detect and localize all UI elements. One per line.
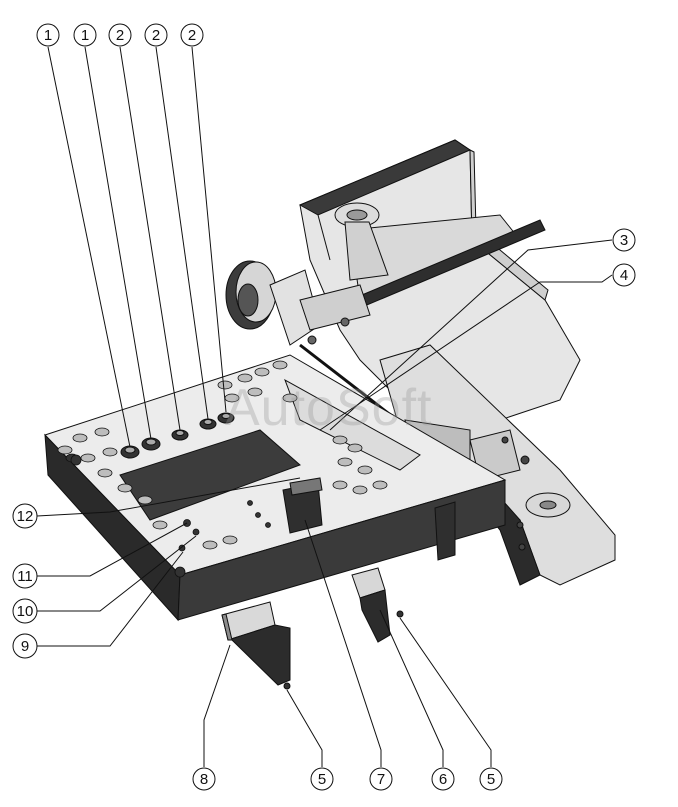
bracket-right: [351, 567, 391, 643]
callout-1b: 1: [73, 23, 97, 47]
callout-2b: 2: [144, 23, 168, 47]
svg-text:4: 4: [620, 267, 628, 284]
seat-plate: [44, 354, 507, 622]
svg-text:8: 8: [200, 771, 208, 788]
svg-text:11: 11: [17, 568, 33, 585]
callout-9: 9: [12, 633, 38, 659]
plate-fasteners: [70, 454, 271, 578]
edge-bracket: [434, 501, 456, 561]
callout-7: 7: [369, 767, 393, 791]
svg-text:3: 3: [620, 232, 628, 249]
svg-text:12: 12: [17, 508, 34, 525]
svg-text:1: 1: [81, 27, 89, 44]
leader-lines: [36, 46, 613, 767]
callout-11: 11: [12, 563, 38, 589]
callout-8: 8: [192, 767, 216, 791]
bracket-left: [221, 601, 291, 686]
callout-6: 6: [431, 767, 455, 791]
callout-1a: 1: [36, 23, 60, 47]
callout-4: 4: [612, 263, 636, 287]
callout-5a: 5: [310, 767, 334, 791]
svg-text:2: 2: [188, 27, 196, 44]
callout-5b: 5: [479, 767, 503, 791]
svg-text:7: 7: [377, 771, 385, 788]
svg-text:5: 5: [318, 771, 326, 788]
callout-12: 12: [12, 503, 38, 529]
svg-text:2: 2: [116, 27, 124, 44]
callout-2a: 2: [108, 23, 132, 47]
svg-text:1: 1: [44, 27, 52, 44]
svg-text:5: 5: [487, 771, 495, 788]
grommets: [120, 412, 235, 459]
svg-text:9: 9: [21, 638, 29, 655]
svg-text:2: 2: [152, 27, 160, 44]
callout-2c: 2: [180, 23, 204, 47]
drum: [225, 260, 371, 346]
svg-text:10: 10: [17, 603, 34, 620]
plate-holes: [57, 360, 388, 550]
watermark-text: AutoSoft: [225, 379, 432, 437]
upper-mount: [334, 202, 389, 281]
callout-3: 3: [612, 228, 636, 252]
callouts: 1 1 2 2 2 3 4 12: [12, 23, 636, 791]
callout-10: 10: [12, 598, 38, 624]
svg-text:6: 6: [439, 771, 447, 788]
screws: [283, 610, 404, 690]
